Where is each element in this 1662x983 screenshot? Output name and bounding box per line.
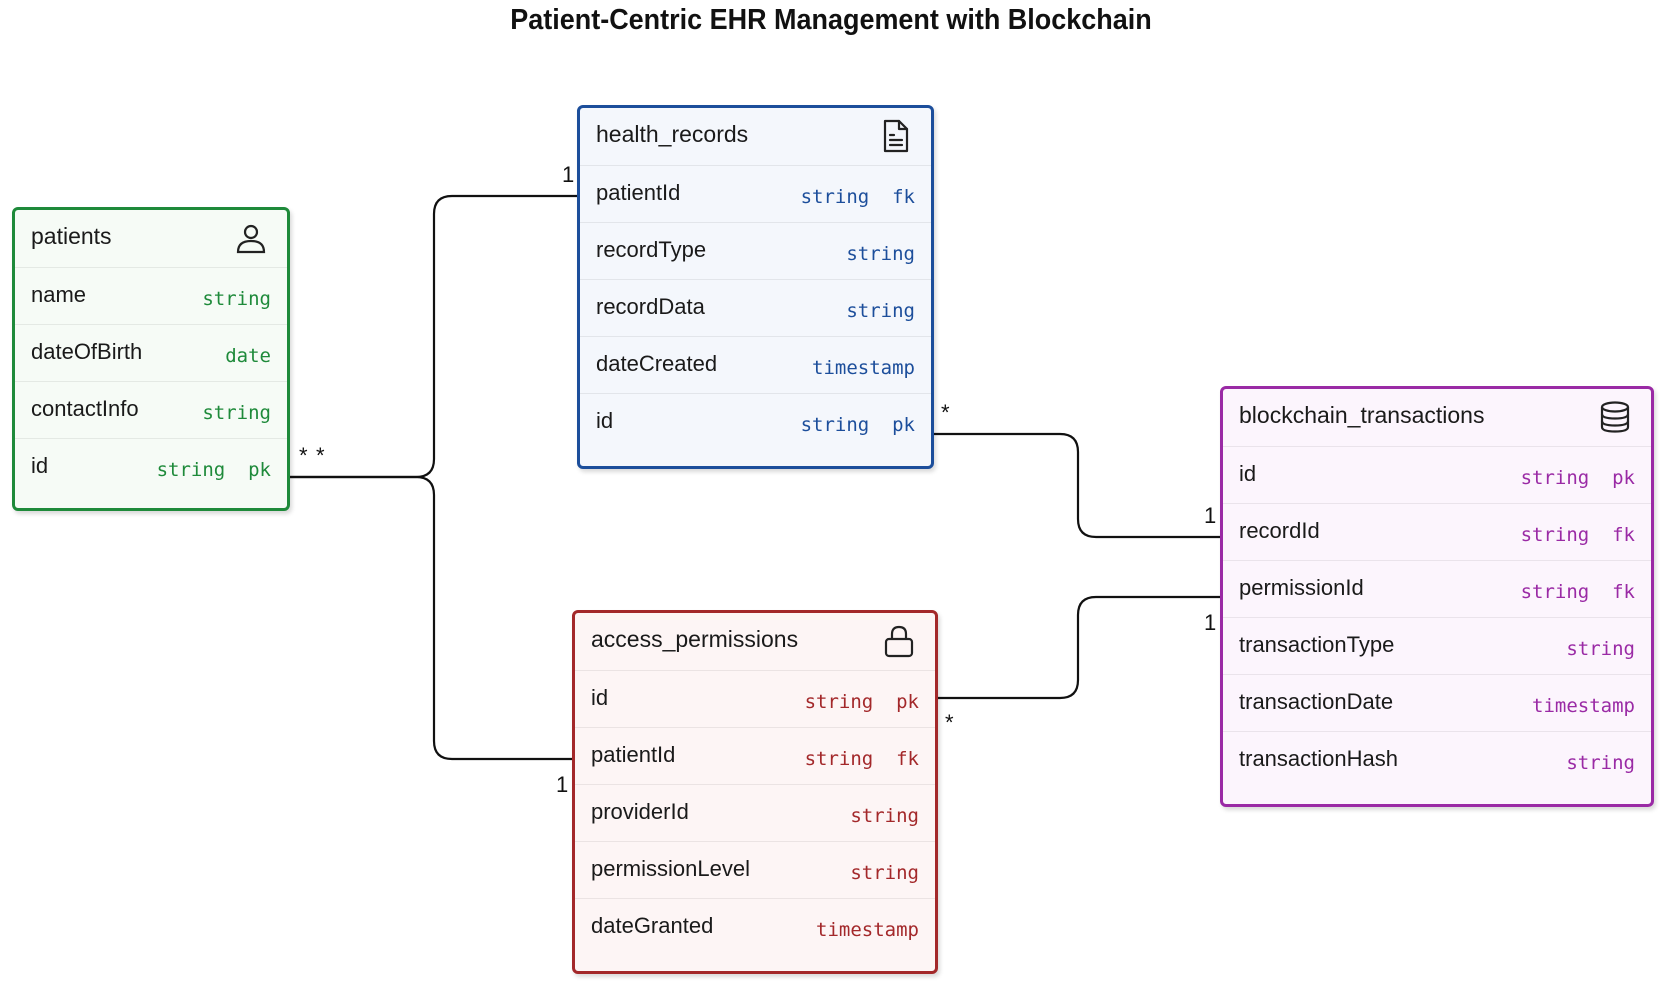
field-type: string <box>846 243 915 265</box>
field-name: id <box>591 685 609 710</box>
cardinality-label: 1 <box>562 162 575 187</box>
field-row: permissionId string fk <box>1223 561 1651 618</box>
field-name: transactionHash <box>1239 746 1398 771</box>
entity-title: patients <box>31 223 112 249</box>
field-row: dateCreated timestamp <box>580 337 931 394</box>
field-row: recordType string <box>580 223 931 280</box>
field-name: id <box>31 453 49 478</box>
entity-blockchain-transactions[interactable]: blockchain_transactions id string pk reco… <box>1220 386 1654 807</box>
field-name: permissionLevel <box>591 856 750 881</box>
cardinality-label: * <box>316 443 325 468</box>
field-type: string pk <box>156 459 271 481</box>
field-name: id <box>596 408 614 433</box>
field-name: name <box>31 282 87 307</box>
field-row: recordData string <box>580 280 931 337</box>
database-icon <box>1600 401 1630 433</box>
field-name: contactInfo <box>31 396 139 421</box>
entity-title: blockchain_transactions <box>1239 402 1485 428</box>
field-name: patientId <box>591 742 676 767</box>
field-row: id string pk <box>580 394 931 450</box>
entity-patients[interactable]: patients name string dateOfBirth date cont… <box>12 207 290 511</box>
cardinality-label: * <box>299 443 308 468</box>
entity-header: patients <box>15 210 287 268</box>
field-type: string fk <box>804 748 919 770</box>
field-row: id string pk <box>575 671 935 728</box>
field-type: string <box>202 288 271 310</box>
entity-header: blockchain_transactions <box>1223 389 1651 447</box>
field-name: dateGranted <box>591 913 714 938</box>
field-row: providerId string <box>575 785 935 842</box>
field-name: dateOfBirth <box>31 339 143 364</box>
field-row: id string pk <box>15 439 287 495</box>
rel-patients-health-records <box>282 194 587 479</box>
field-name: transactionType <box>1239 632 1395 657</box>
entity-header: access_permissions <box>575 613 935 671</box>
field-row: transactionDate timestamp <box>1223 675 1651 732</box>
field-name: id <box>1239 461 1257 486</box>
field-row: id string pk <box>1223 447 1651 504</box>
field-row: name string <box>15 268 287 325</box>
field-row: permissionLevel string <box>575 842 935 899</box>
cardinality-label: 1 <box>1204 503 1217 528</box>
field-row: contactInfo string <box>15 382 287 439</box>
field-name: recordData <box>596 294 705 319</box>
field-type: string fk <box>1520 524 1635 546</box>
field-type: string <box>850 805 919 827</box>
field-row: patientId string fk <box>575 728 935 785</box>
field-type: string pk <box>1520 467 1635 489</box>
field-name: dateCreated <box>596 351 718 376</box>
entity-title: access_permissions <box>591 626 799 652</box>
field-row: recordId string fk <box>1223 504 1651 561</box>
field-type: string fk <box>800 186 915 208</box>
document-icon <box>883 119 909 153</box>
entity-title: health_records <box>596 121 749 147</box>
field-row: transactionType string <box>1223 618 1651 675</box>
field-type: string fk <box>1520 581 1635 603</box>
field-type: timestamp <box>812 357 915 379</box>
field-type: string <box>1566 638 1635 660</box>
field-type: timestamp <box>816 919 919 941</box>
field-row: patientId string fk <box>580 166 931 223</box>
field-row: transactionHash string <box>1223 732 1651 788</box>
field-type: string <box>1566 752 1635 774</box>
field-type: string <box>846 300 915 322</box>
field-type: timestamp <box>1532 695 1635 717</box>
field-row: dateGranted timestamp <box>575 899 935 955</box>
field-name: permissionId <box>1239 575 1364 600</box>
field-name: patientId <box>596 180 681 205</box>
rel-access-permissions-blockchain <box>931 595 1230 700</box>
diagram-title: Patient-Centric EHR Management with Bloc… <box>510 4 1152 36</box>
field-type: string <box>202 402 271 424</box>
field-type: string pk <box>800 414 915 436</box>
field-row: dateOfBirth date <box>15 325 287 382</box>
field-name: providerId <box>591 799 689 824</box>
field-name: recordType <box>596 237 707 262</box>
rel-health-records-blockchain <box>927 432 1230 539</box>
field-type: date <box>225 345 271 367</box>
entity-health-records[interactable]: health_records patientId string fk record… <box>577 105 934 469</box>
field-type: string pk <box>804 691 919 713</box>
entity-access-permissions[interactable]: access_permissions id string pk patientId… <box>572 610 938 974</box>
field-name: transactionDate <box>1239 689 1394 714</box>
cardinality-label: 1 <box>1204 610 1217 635</box>
rel-patients-access-permissions <box>282 475 581 761</box>
field-name: recordId <box>1239 518 1320 543</box>
cardinality-label: * <box>941 400 950 425</box>
field-type: string <box>850 862 919 884</box>
cardinality-label: * <box>945 710 954 735</box>
cardinality-label: 1 <box>556 772 569 797</box>
lock-icon <box>884 625 914 658</box>
user-icon <box>236 224 266 254</box>
entity-header: health_records <box>580 108 931 166</box>
